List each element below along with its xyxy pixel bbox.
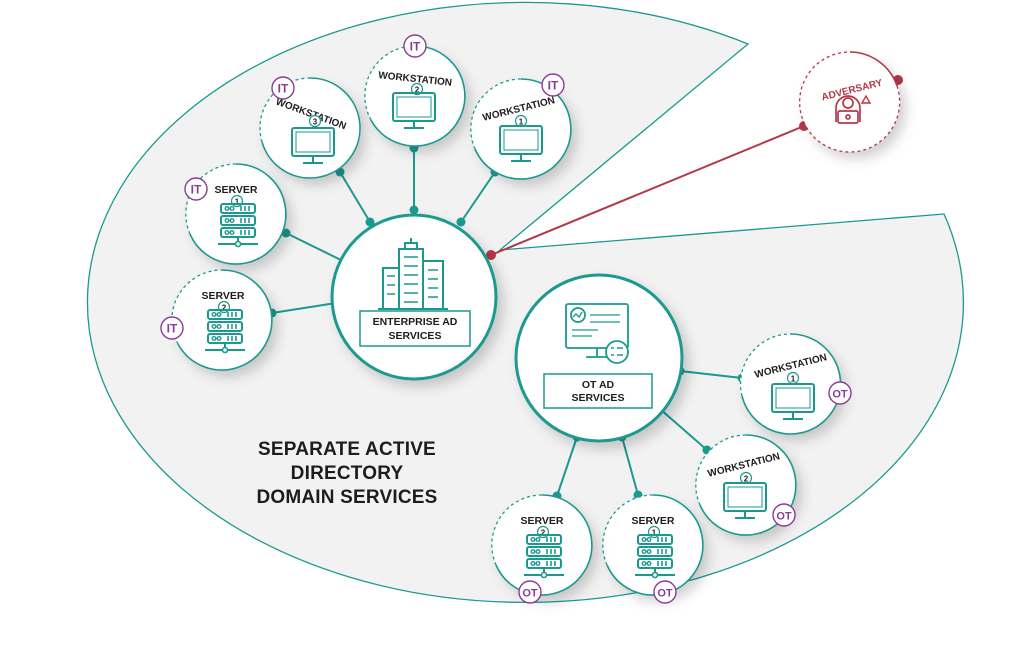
ot-workstation-2: WORKSTATION 2 OT xyxy=(695,434,797,536)
node-number: 2 xyxy=(415,86,420,95)
enterprise-hub-label-1: ENTERPRISE AD xyxy=(373,316,458,328)
node-number: 1 xyxy=(652,529,657,538)
ot-badge: OT xyxy=(776,511,792,523)
it-badge: IT xyxy=(410,40,421,54)
it-server-2: SERVER 2 IT xyxy=(160,269,273,371)
node-number: 3 xyxy=(313,118,318,127)
adversary-node: ADVERSARY xyxy=(799,51,901,153)
ot-hub: OT AD SERVICES xyxy=(514,273,684,443)
node-number: 1 xyxy=(235,198,240,207)
ot-badge: OT xyxy=(657,588,673,600)
it-badge: IT xyxy=(191,183,202,197)
ot-badge: OT xyxy=(832,389,848,401)
ot-hub-label-1: OT AD xyxy=(582,379,615,391)
caption-line-2: DIRECTORY xyxy=(290,463,404,484)
node-number: 1 xyxy=(519,118,524,127)
caption-line-1: SEPARATE ACTIVE xyxy=(258,439,436,460)
it-workstation-2: WORKSTATION 2 IT xyxy=(364,34,466,147)
node-label: SERVER xyxy=(521,515,564,527)
ot-workstation-1: WORKSTATION 1 OT xyxy=(739,333,852,435)
node-number: 2 xyxy=(744,475,749,484)
diagram-caption: SEPARATE ACTIVE DIRECTORY DOMAIN SERVICE… xyxy=(232,438,462,510)
node-label: SERVER xyxy=(215,184,258,196)
node-label: SERVER xyxy=(632,515,675,527)
enterprise-connectors xyxy=(271,148,496,314)
ot-server-1: SERVER 1 OT xyxy=(602,494,704,604)
it-badge: IT xyxy=(548,79,559,93)
it-badge: IT xyxy=(278,82,289,96)
it-server-1: SERVER 1 IT xyxy=(184,163,287,265)
building-icon xyxy=(378,238,448,310)
ot-connectors xyxy=(556,370,743,497)
hacker-icon xyxy=(835,94,872,124)
enterprise-hub: ENTERPRISE AD SERVICES xyxy=(330,213,498,381)
it-workstation-3: WORKSTATION 3 IT xyxy=(259,76,361,179)
node-label: SERVER xyxy=(202,290,245,302)
caption-line-3: DOMAIN SERVICES xyxy=(256,487,438,508)
adversary-link xyxy=(490,125,805,256)
node-number: 2 xyxy=(541,529,546,538)
node-number: 1 xyxy=(791,375,796,384)
enterprise-hub-label-2: SERVICES xyxy=(389,330,442,342)
it-badge: IT xyxy=(167,322,178,336)
it-workstation-1: WORKSTATION 1 IT xyxy=(470,73,572,180)
monitoring-icon xyxy=(565,303,629,364)
ot-hub-label-2: SERVICES xyxy=(572,392,625,404)
ot-server-2: SERVER 2 OT xyxy=(491,494,593,604)
ot-badge: OT xyxy=(522,588,538,600)
node-number: 2 xyxy=(222,304,227,313)
